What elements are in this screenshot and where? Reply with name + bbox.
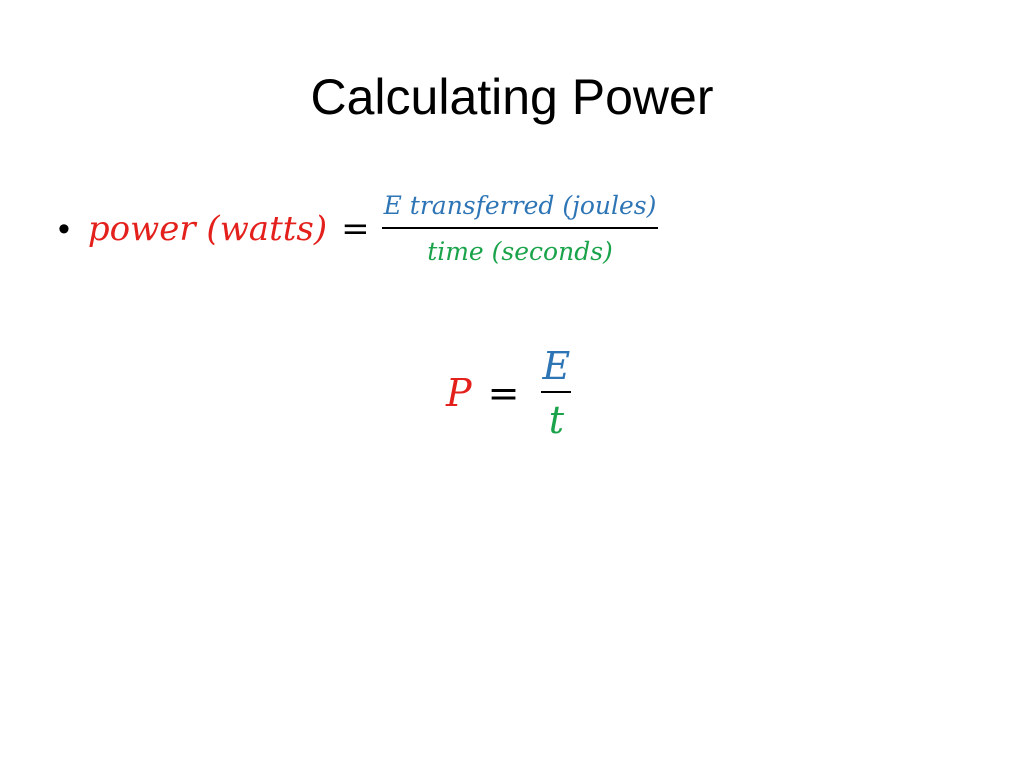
formula-fraction-bar — [541, 391, 572, 393]
energy-transferred-numerator: E transferred (joules) — [383, 191, 657, 220]
power-watts-term: power (watts) — [87, 209, 328, 249]
formula-equals-sign: = — [487, 371, 520, 415]
power-formula: P = E t — [446, 338, 572, 448]
bullet-marker: • — [58, 209, 70, 248]
time-symbol: t — [548, 398, 565, 442]
energy-over-time-fraction: E transferred (joules) time (seconds) — [381, 189, 659, 269]
energy-symbol: E — [542, 344, 571, 388]
slide-title: Calculating Power — [310, 69, 714, 125]
equals-sign: = — [341, 209, 370, 249]
time-seconds-denominator: time (seconds) — [427, 237, 613, 266]
e-over-t-fraction: E t — [541, 343, 572, 443]
power-symbol: P — [446, 371, 472, 415]
power-definition-bullet: • power (watts) = E transferred (joules)… — [58, 184, 659, 274]
fraction-bar — [381, 227, 659, 229]
